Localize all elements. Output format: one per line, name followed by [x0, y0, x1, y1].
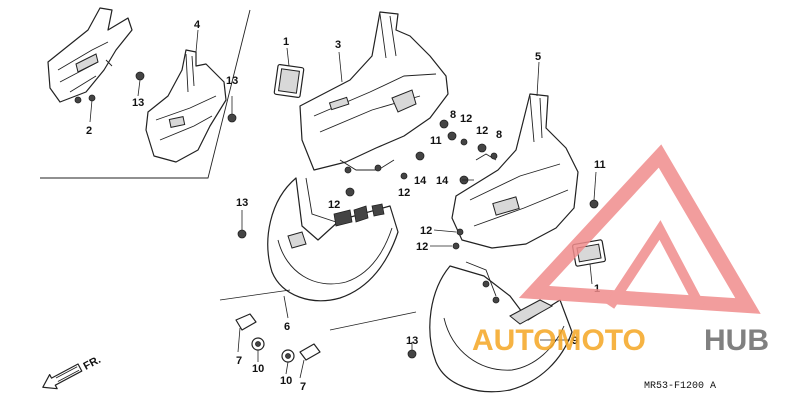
front-direction-arrow: FR.: [42, 354, 103, 390]
part-4-cowl-panel: [145, 49, 227, 163]
callout-12-a: 12: [460, 113, 472, 125]
callout-14-a: 14: [414, 175, 427, 187]
callout-11-a: 11: [430, 135, 442, 147]
part-1-reflector-top: [273, 63, 305, 99]
callout-13-d: 13: [406, 335, 418, 347]
part-2-inner-cover: [47, 7, 133, 104]
watermark-brand-orange: AUTOMOTO: [472, 324, 646, 357]
watermark-logo: AUTOMOTO HUB: [472, 144, 769, 357]
callout-9: 9: [572, 335, 578, 347]
diagram-code: MR53-F1200 A: [644, 381, 716, 392]
leader-lines: [89, 29, 597, 379]
part-6-inner-fender: [267, 177, 399, 302]
callout-1-top: 1: [283, 36, 289, 48]
callout-labels: 1 2 3 4 5 6 7 7 8 8 9 10 10 11 11 12 12 …: [86, 19, 606, 393]
callout-12-d: 12: [328, 199, 340, 211]
callout-12-c: 12: [398, 187, 410, 199]
callout-13-b: 13: [226, 75, 238, 87]
callout-6: 6: [284, 321, 290, 333]
watermark-triangle-icon: [518, 144, 761, 314]
callout-1-right: 1: [594, 283, 600, 295]
callout-13-c: 13: [236, 197, 248, 209]
callout-11-b: 11: [594, 159, 606, 171]
callout-7-b: 7: [300, 381, 306, 393]
callout-12-b: 12: [476, 125, 488, 137]
callout-10-a: 10: [252, 363, 264, 375]
callout-2: 2: [86, 125, 92, 137]
callout-14-b: 14: [436, 175, 449, 187]
callout-8-a: 8: [450, 109, 456, 121]
callout-8-b: 8: [496, 129, 502, 141]
callout-4: 4: [194, 19, 201, 31]
callout-10-b: 10: [280, 375, 292, 387]
watermark-brand-gray: HUB: [704, 324, 769, 357]
hardware-fasteners: [135, 71, 599, 363]
callout-5: 5: [535, 51, 541, 63]
callout-3: 3: [335, 39, 341, 51]
part-3-upper-cowl: [299, 11, 449, 174]
front-arrow-label: FR.: [82, 354, 103, 373]
callout-7-a: 7: [236, 355, 242, 367]
inset-frame: [40, 9, 251, 179]
callout-12-e: 12: [420, 225, 432, 237]
callout-12-f: 12: [416, 241, 428, 253]
callout-13-a: 13: [132, 97, 144, 109]
